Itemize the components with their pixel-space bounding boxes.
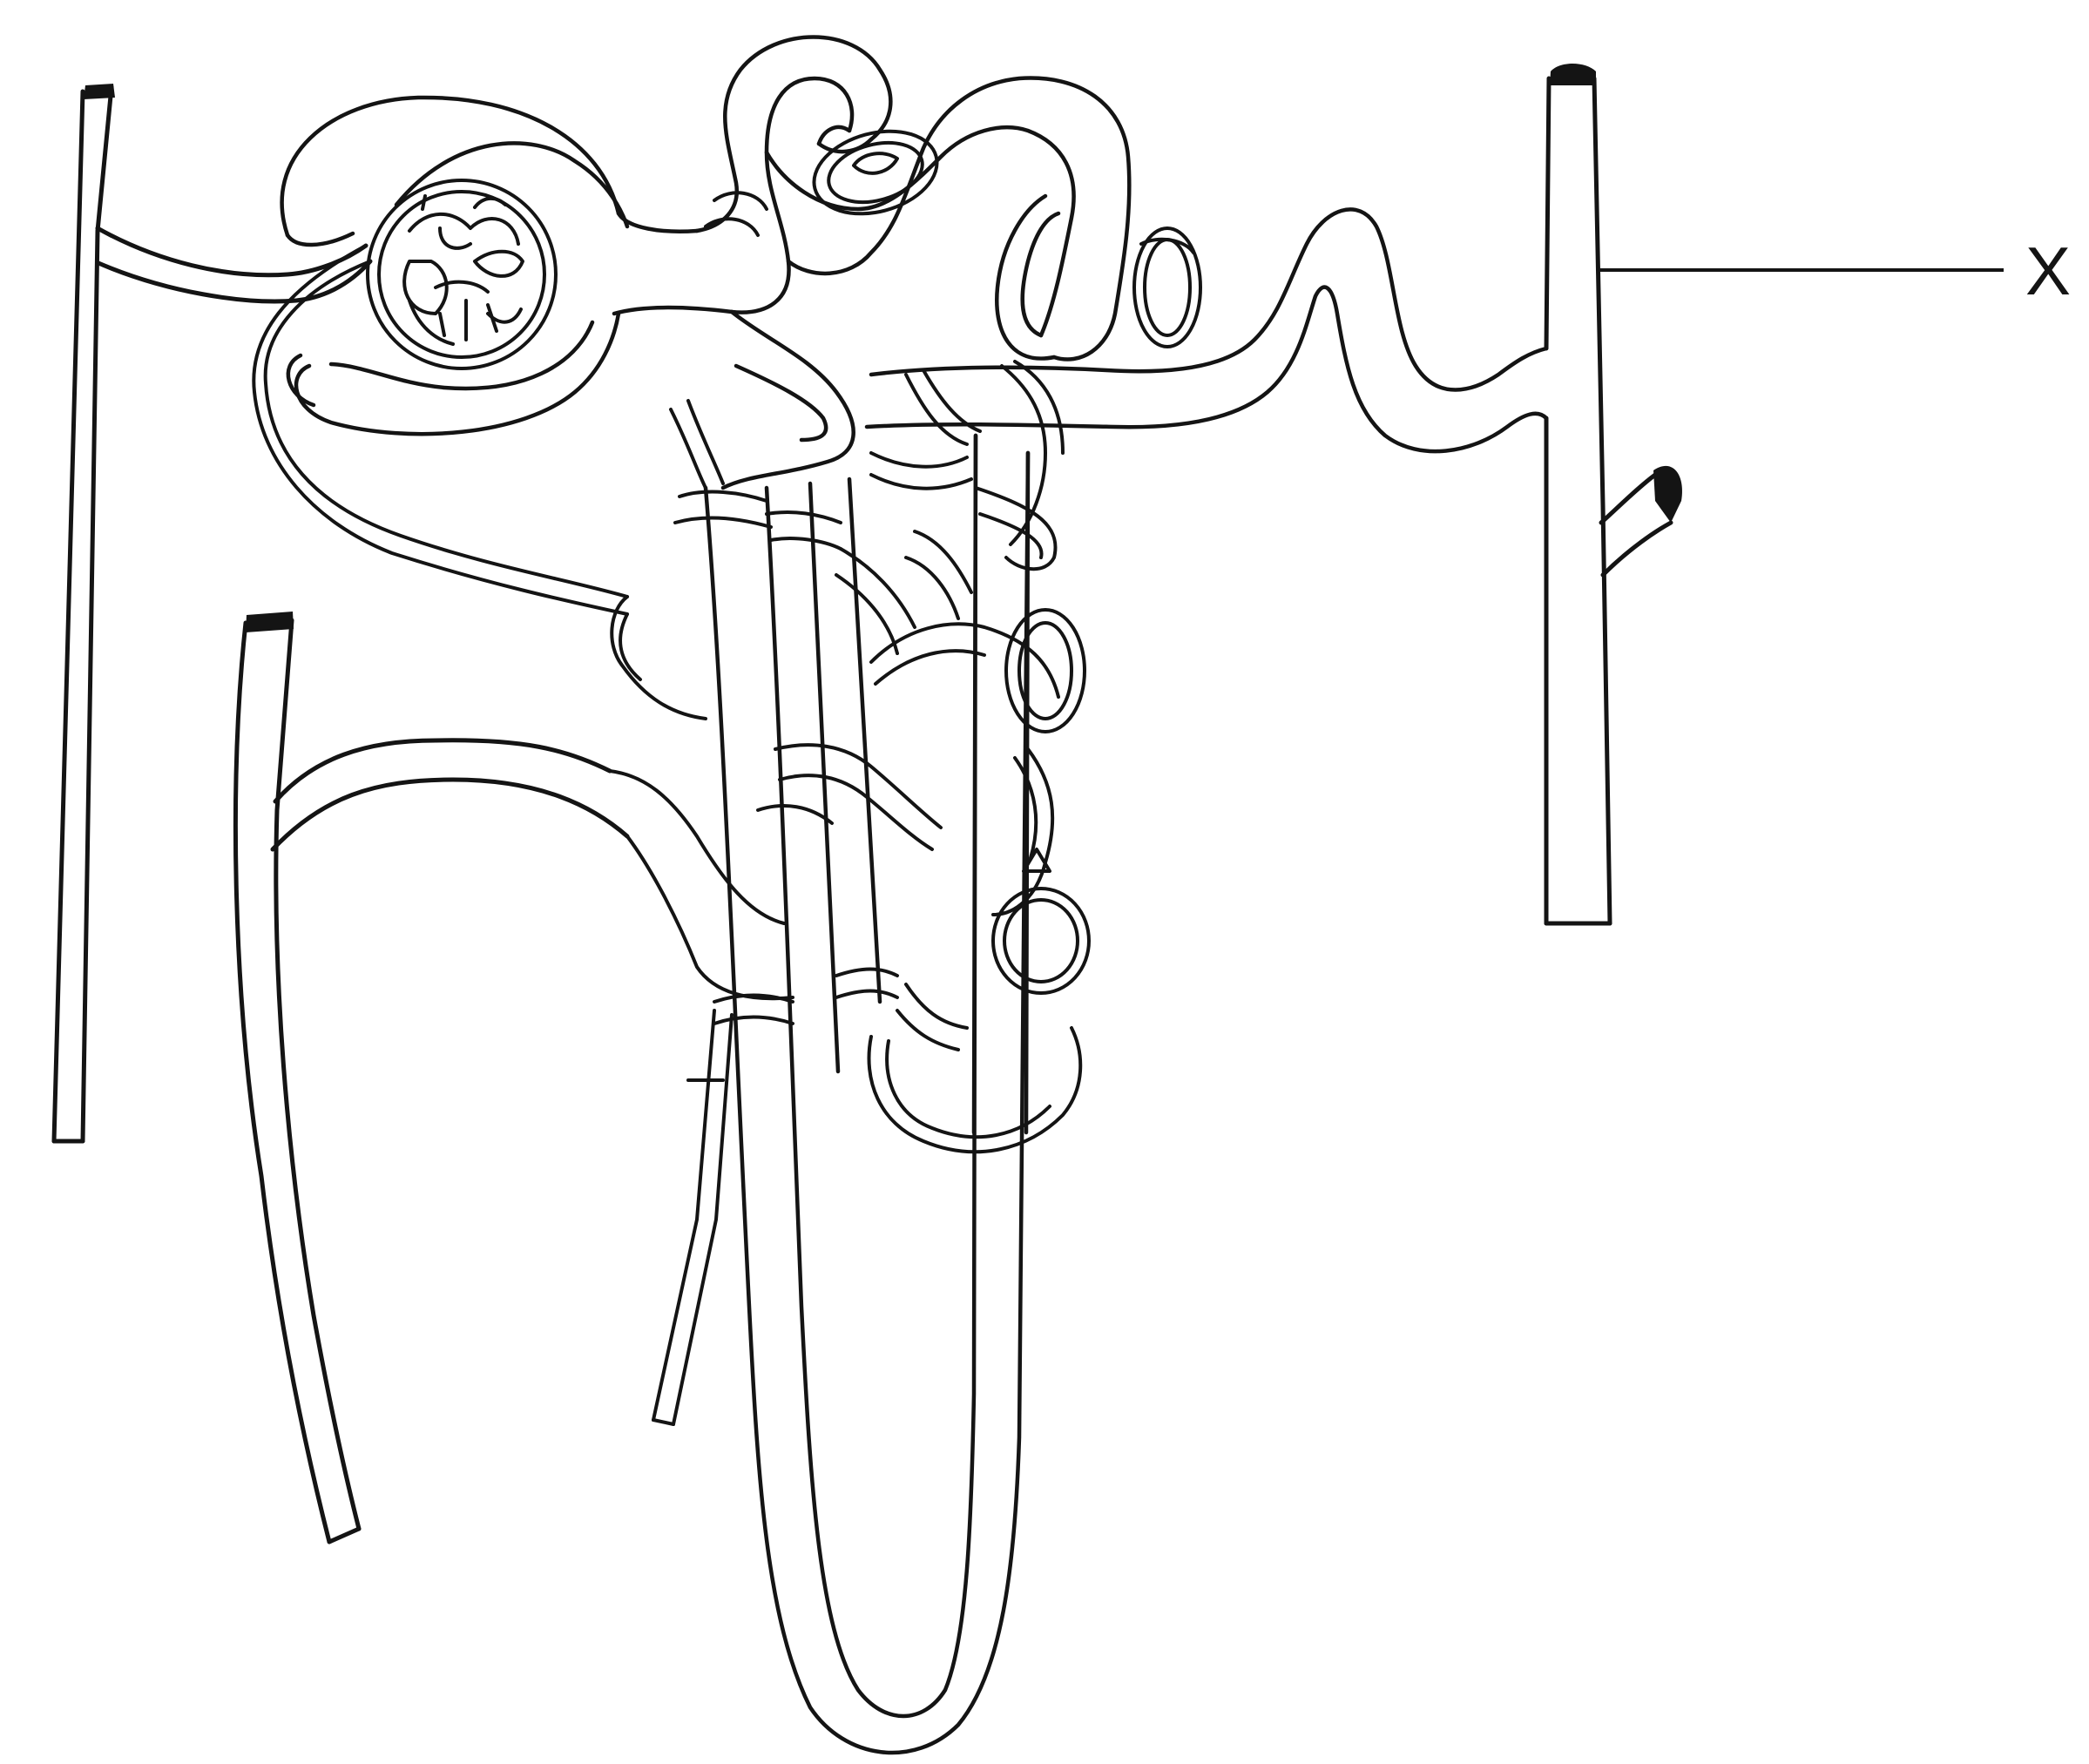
distal-convoluted-tubule — [867, 209, 1546, 451]
glomerulus — [368, 180, 556, 368]
bowmans-capsule — [282, 98, 732, 434]
label-x: X — [2025, 233, 2071, 309]
loop-of-henle — [706, 436, 1028, 1753]
proximal-convoluted-tubule — [697, 37, 1129, 489]
label-x-group: X — [1599, 233, 2071, 309]
efferent-arteriole — [254, 246, 627, 614]
collecting-duct — [1546, 64, 1682, 923]
vasa-recta-descending — [653, 1010, 732, 1424]
arcuate-vessel — [235, 612, 627, 1542]
